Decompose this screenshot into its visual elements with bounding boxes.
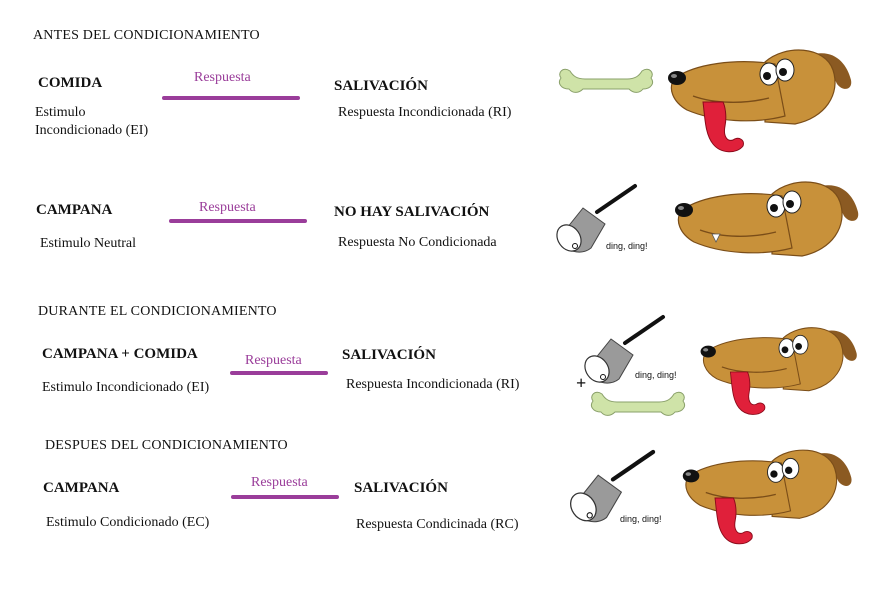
response-arrow-line-1 [162, 96, 300, 100]
response-label-4: SALIVACIÓN [354, 480, 448, 496]
stimulus-type-4: Estimulo Condicionado (EC) [46, 515, 210, 530]
response-arrow-line-2 [169, 219, 307, 223]
salivating-dog-icon [667, 49, 852, 153]
bone-icon [590, 391, 686, 416]
response-arrow-label-3: Respuesta [245, 353, 302, 368]
bell-sound-text-3: ding, ding! [620, 514, 662, 524]
response-arrow-line-4 [231, 495, 339, 499]
response-label-2: NO HAY SALIVACIÓN [334, 204, 490, 220]
section-title-before: ANTES DEL CONDICIONAMIENTO [33, 28, 260, 43]
response-arrow-line-3 [230, 371, 328, 375]
stimulus-label-food: COMIDA [38, 75, 103, 91]
response-arrow-label-2: Respuesta [199, 200, 256, 215]
response-type-1: Respuesta Incondicionada (RI) [338, 105, 512, 120]
neutral-dog-icon [674, 181, 859, 257]
stimulus-label-bell-conditioned: CAMPANA [43, 480, 120, 496]
stimulus-type-1b: Incondicionado (EI) [35, 123, 149, 138]
stimulus-label-bell-food: CAMPANA + COMIDA [42, 346, 198, 362]
plus-sign: + [576, 373, 587, 393]
bell-sound-text-2: ding, ding! [635, 370, 677, 380]
section-title-during: DURANTE EL CONDICIONAMIENTO [38, 304, 277, 319]
stimulus-type-2: Estimulo Neutral [40, 236, 137, 251]
response-label-1: SALIVACIÓN [334, 78, 428, 94]
response-type-4: Respuesta Condicinada (RC) [356, 517, 519, 532]
response-arrow-label-4: Respuesta [251, 475, 308, 490]
section-title-after: DESPUES DEL CONDICIONAMIENTO [45, 438, 288, 453]
response-type-2: Respuesta No Condicionada [338, 235, 497, 250]
response-arrow-label-1: Respuesta [194, 70, 251, 85]
salivating-dog-icon [682, 449, 853, 545]
response-type-3: Respuesta Incondicionada (RI) [346, 377, 520, 392]
stimulus-type-1a: Estimulo [35, 105, 86, 120]
salivating-dog-icon [699, 327, 858, 416]
stimulus-type-3: Estimulo Incondicionado (EI) [42, 380, 210, 395]
bone-icon [558, 68, 654, 93]
stimulus-label-bell: CAMPANA [36, 202, 113, 218]
response-label-3: SALIVACIÓN [342, 347, 436, 363]
bell-sound-text-1: ding, ding! [606, 241, 648, 251]
